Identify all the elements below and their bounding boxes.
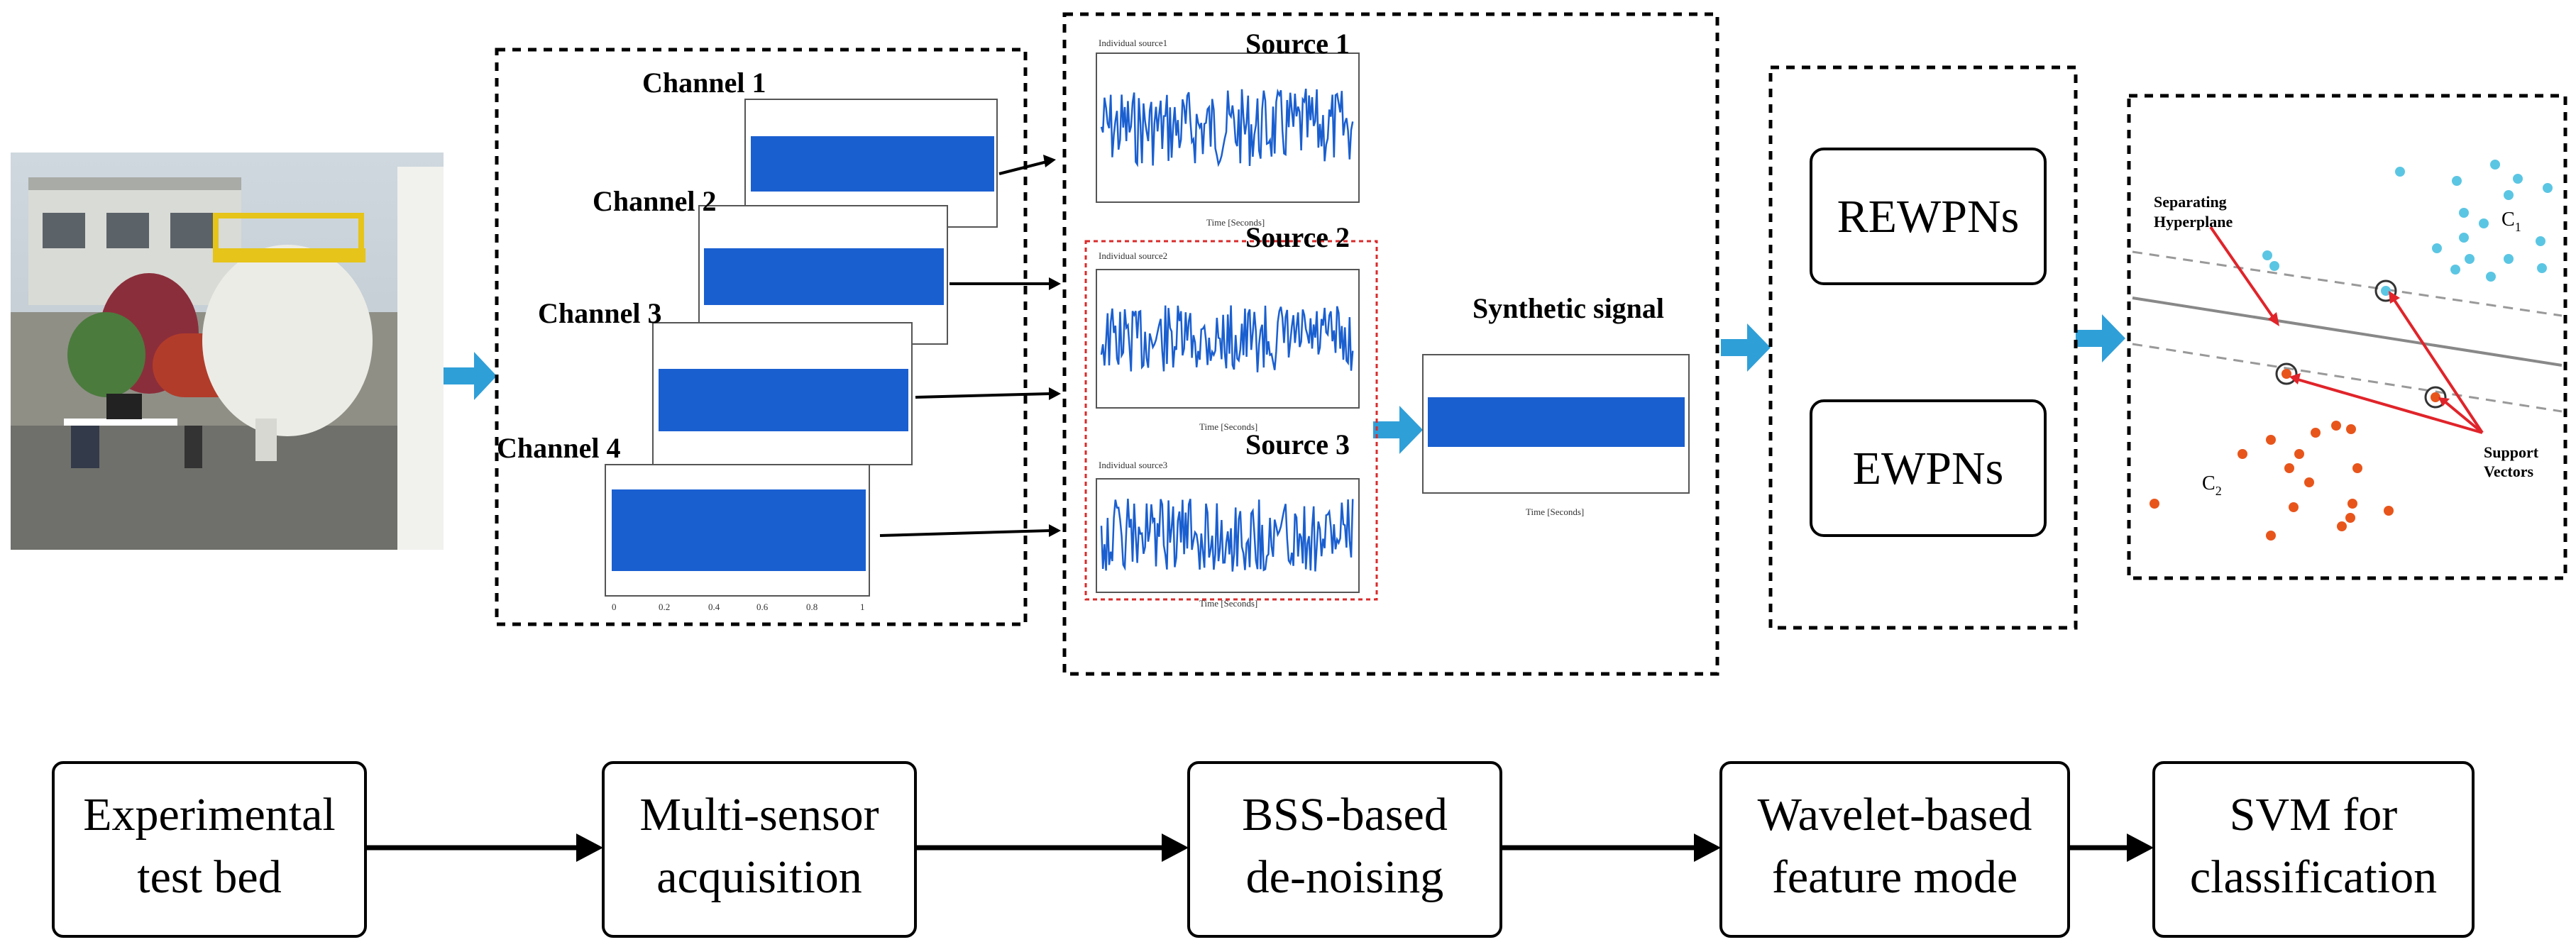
- class-2-label: C2: [2202, 472, 2222, 498]
- source-2-time-label: Time [Seconds]: [1199, 421, 1257, 432]
- svm-plot: Separating Hyperplane Support Vectors C1…: [2132, 160, 2563, 541]
- hyperplane-label-line-1: Separating: [2154, 193, 2227, 211]
- channel-1-label: Channel 1: [642, 67, 766, 99]
- channel-4-label: Channel 4: [497, 432, 621, 464]
- step-3-line-1: BSS-based: [1242, 789, 1448, 841]
- class-1-label: C1: [2501, 209, 2521, 234]
- step-5-line-1: SVM for: [2230, 789, 2398, 841]
- feature-box: [1768, 65, 2078, 630]
- step-2-line-1: Multi-sensor: [639, 789, 879, 841]
- channel-4-tick: 0.8: [806, 602, 818, 612]
- flow-arrow-3: [1721, 323, 1771, 372]
- channel-4-tick: 0.6: [756, 602, 769, 612]
- source-3-time-label: Time [Seconds]: [1199, 598, 1257, 609]
- step-box-svm: [2152, 761, 2475, 938]
- channel-2-label: Channel 2: [593, 185, 717, 217]
- synthetic-time-label: Time [Seconds]: [1526, 506, 1584, 517]
- step-5-line-2: classification: [2190, 851, 2437, 903]
- channel-4-tick: 0.4: [708, 602, 720, 612]
- source-3-panel-title: Individual source3: [1099, 460, 1167, 470]
- channel-4-tick: 0.2: [659, 602, 670, 612]
- channel-2-plot: [698, 205, 948, 345]
- step-4-line-2: feature mode: [1772, 851, 2018, 903]
- step-2-line-2: acquisition: [656, 851, 862, 903]
- flow-arrow-1: [444, 352, 497, 400]
- class-2-points: [2150, 421, 2394, 541]
- flow-arrow-2: [1373, 406, 1423, 454]
- svm-red-arrows: [2209, 226, 2484, 434]
- acquisition-box: [495, 48, 1028, 626]
- source-2-3-highlight: [1084, 240, 1378, 601]
- ewpn-box: [1810, 399, 2047, 537]
- channel-3-label: Channel 3: [538, 297, 662, 329]
- bss-box: [1062, 12, 1719, 676]
- source-1-time-label: Time [Seconds]: [1206, 217, 1265, 228]
- hyperplane-label-line-2: Hyperplane: [2154, 213, 2233, 231]
- source-3-label: Source 3: [1245, 428, 1350, 460]
- process-flow: Experimental test bed Multi-sensor acqui…: [52, 761, 2475, 938]
- source-1-panel-title: Individual source1: [1099, 38, 1167, 48]
- support-vectors-label-line-1: Support: [2484, 443, 2539, 461]
- ewpn-label: EWPNs: [1853, 443, 2004, 494]
- flow-arrow-4: [2076, 314, 2125, 362]
- channel-4-tick: 1: [860, 602, 865, 612]
- class-1-points: [2262, 160, 2553, 282]
- synthetic-signal-plot: Time [Seconds]: [1422, 354, 1690, 517]
- synthetic-signal-label: Synthetic signal: [1473, 292, 1664, 324]
- step-1-line-1: Experimental: [83, 789, 336, 841]
- step-4-line-1: Wavelet-based: [1758, 789, 2032, 841]
- rewpn-box: [1810, 148, 2047, 285]
- svm-arrow-heads: [2268, 291, 2450, 406]
- channel-3-plot: [652, 322, 913, 465]
- svm-box: [2127, 94, 2567, 580]
- source-1-plot: Individual source1 Time [Seconds]: [1096, 38, 1360, 228]
- source-1-label: Source 1: [1245, 28, 1350, 60]
- support-vectors-label-line-2: Vectors: [2484, 463, 2533, 480]
- support-vectors: [2275, 279, 2447, 409]
- channel-to-source-arrows: [879, 155, 1061, 537]
- channel-4-tick: 0: [612, 602, 617, 612]
- step-1-line-2: test bed: [137, 851, 281, 903]
- rewpn-label: REWPNs: [1837, 191, 2020, 243]
- source-2-label: Source 2: [1245, 221, 1350, 253]
- channel-4-plot: 0 0.2 0.4 0.6 0.8 1: [605, 464, 870, 612]
- step-3-line-2: de-noising: [1246, 851, 1444, 903]
- source-2-panel-title: Individual source2: [1099, 250, 1167, 261]
- test-bed-photo: [11, 153, 444, 550]
- source-3-plot: Individual source3 Time [Seconds]: [1096, 460, 1360, 609]
- source-2-plot: Individual source2 Time [Seconds]: [1096, 250, 1360, 432]
